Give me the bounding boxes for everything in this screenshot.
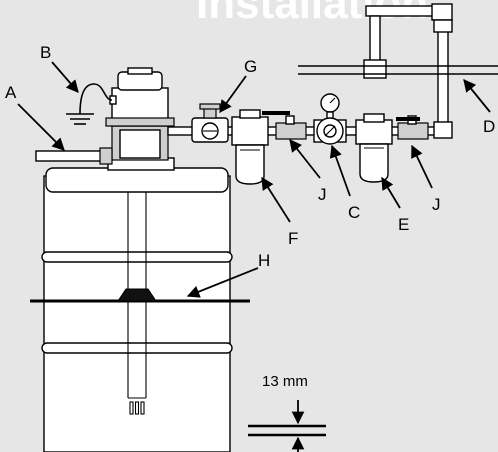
bleed-valve-j1 (262, 111, 307, 140)
riser-elbow-lower (433, 121, 453, 139)
fluid-outlet-line (35, 147, 113, 165)
leader-d (463, 79, 491, 113)
leader-h (186, 267, 259, 298)
riser-tee (363, 59, 387, 79)
ground-wire (66, 83, 113, 125)
leader-j2 (411, 144, 433, 189)
suction-inlet-slots (129, 401, 145, 415)
drum-hoop-lower (41, 342, 233, 354)
leader-f (261, 176, 291, 223)
dimension-text: 13 mm (262, 373, 308, 390)
leader-e (381, 176, 401, 209)
leader-c (329, 144, 351, 197)
leader-b (51, 61, 79, 93)
air-filter-f (231, 109, 269, 185)
label-b: B (40, 43, 51, 62)
air-relief-valve (191, 103, 229, 143)
riser-drop (369, 15, 381, 67)
drum-lid (45, 167, 229, 193)
label-h: H (258, 251, 270, 270)
drum-hoop-upper (41, 251, 233, 263)
label-e: E (398, 215, 409, 234)
riser-elbow-upper (431, 3, 453, 21)
air-riser (437, 27, 449, 137)
label-g: G (244, 57, 257, 76)
leader-g (219, 75, 247, 114)
air-regulator-gauge (313, 93, 347, 145)
bleed-valve-j2 (396, 115, 429, 140)
air-filter-e (355, 113, 393, 183)
air-line (167, 3, 498, 185)
label-c: C (348, 203, 360, 222)
pump (105, 67, 175, 171)
drum-body (43, 175, 231, 452)
label-f: F (288, 229, 298, 248)
dimension-detail: 13 mm (248, 373, 326, 452)
label-a: A (5, 83, 17, 102)
label-d: D (483, 117, 495, 136)
leader-j1 (289, 139, 321, 179)
label-j2: J (432, 195, 441, 214)
label-j1: J (318, 185, 327, 204)
drum (30, 167, 250, 452)
follower-plate-boss (117, 288, 157, 302)
leader-a (17, 103, 65, 151)
